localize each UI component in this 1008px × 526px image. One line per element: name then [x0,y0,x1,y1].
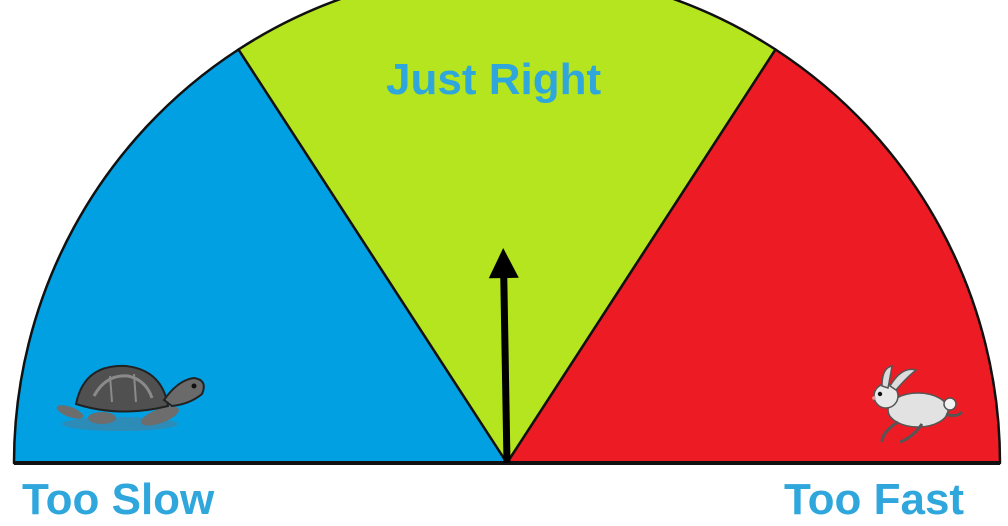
label-too-slow: Too Slow [22,478,214,522]
label-just-right: Just Right [386,58,601,102]
label-too-fast: Too Fast [784,478,964,522]
needle-shaft [504,278,507,463]
